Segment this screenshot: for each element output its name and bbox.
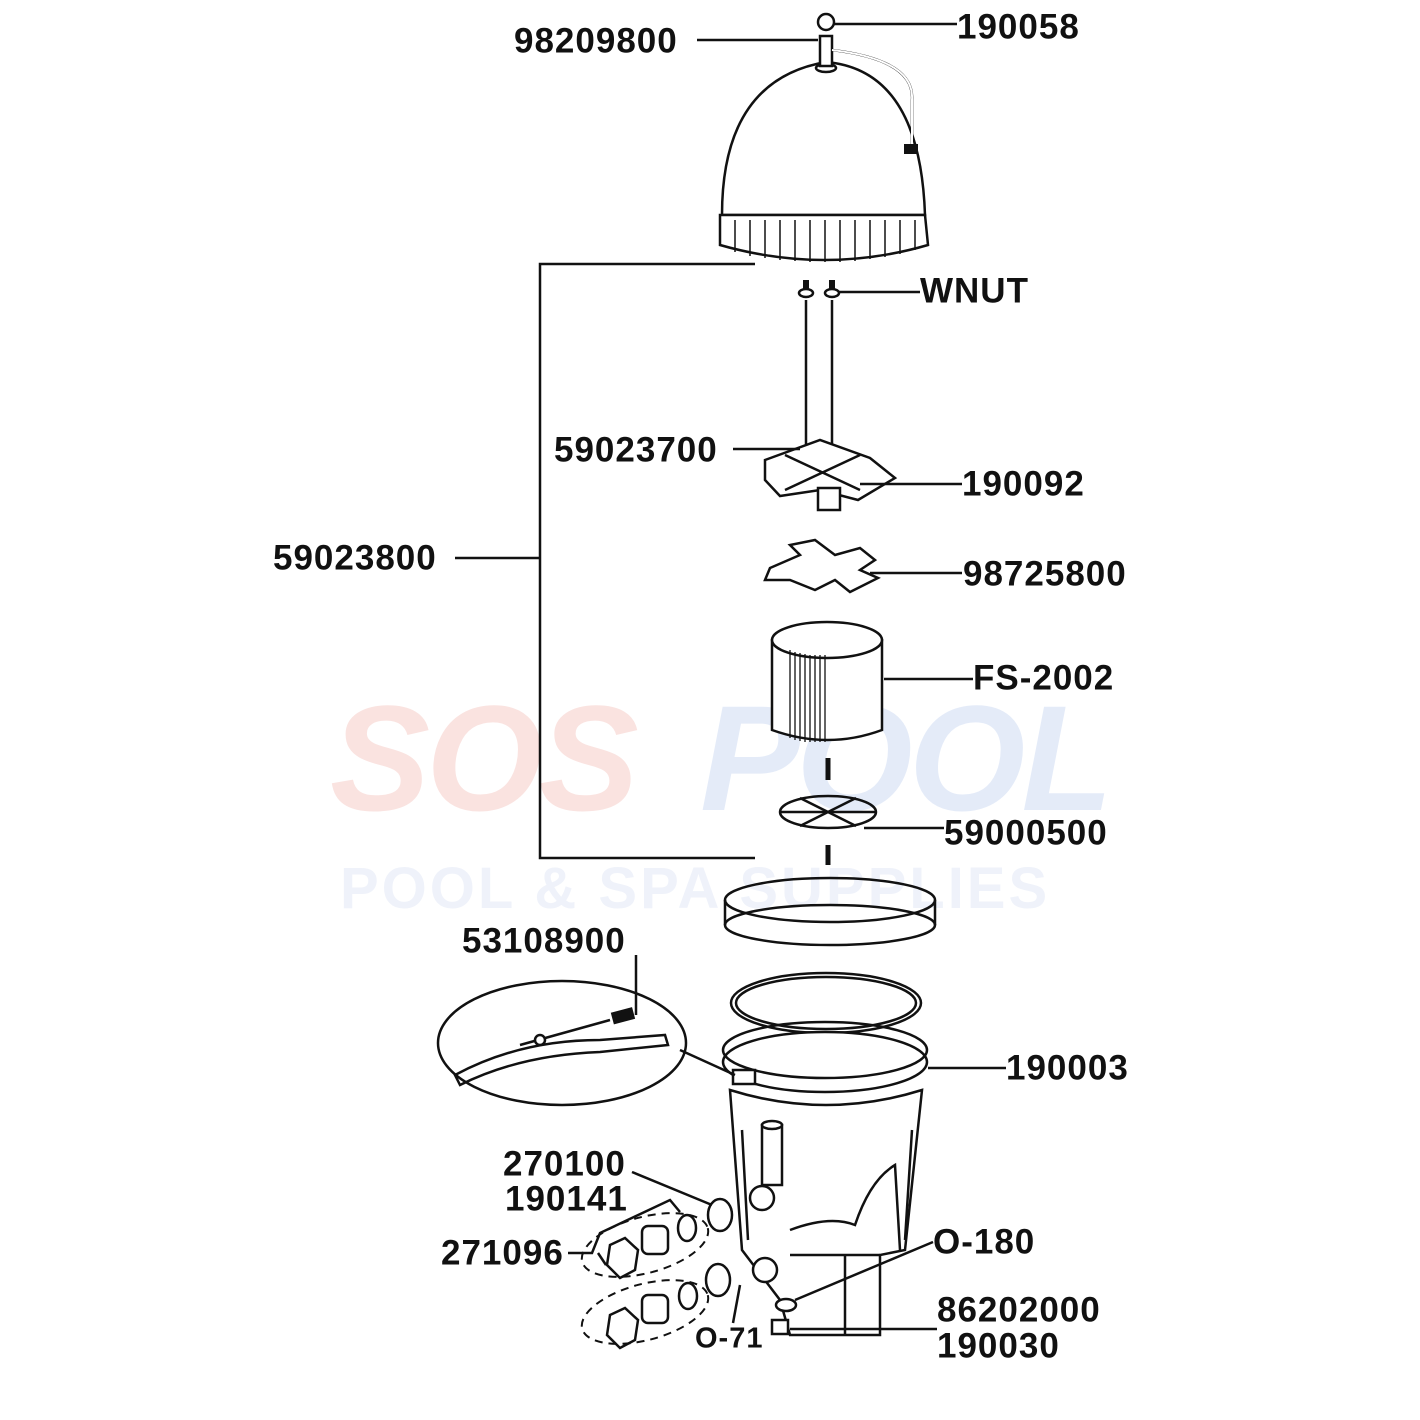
label-bulkhead-1: 270100 [503, 1144, 626, 1183]
leader-lines [455, 22, 1006, 1331]
watermark-tagline: POOL & SPA SUPPLIES [340, 856, 1050, 921]
label-assembly: 59023800 [273, 538, 437, 577]
cartridge [770, 620, 884, 742]
tank-lid [718, 12, 930, 262]
label-port-oring: O-71 [695, 1323, 763, 1355]
label-manifold-oring: 190092 [962, 464, 1085, 503]
label-clamp-latch: 53108900 [462, 921, 626, 960]
label-clamp: 190003 [1006, 1048, 1129, 1087]
watermark-brand-right: POOL [700, 674, 1109, 842]
tank-base [728, 1088, 924, 1337]
label-cartridge: FS-2002 [973, 658, 1114, 697]
label-drain-oring: O-180 [933, 1222, 1035, 1261]
clamp [721, 1020, 929, 1094]
label-wing-nut: WNUT [920, 271, 1029, 310]
label-drain-plug-1: 86202000 [937, 1290, 1101, 1329]
part-labels: 190058 98209800 WNUT 59023700 190092 590… [273, 7, 1129, 1365]
pressure-gauge-icon [816, 12, 836, 32]
port-fittings [580, 1197, 734, 1350]
watermark: SOS POOL POOL & SPA SUPPLIES [330, 674, 1113, 921]
label-union: 271096 [441, 1233, 564, 1272]
label-drain-plug-2: 190030 [937, 1326, 1060, 1365]
watermark-brand-left: SOS [330, 674, 638, 842]
gasket-plate [763, 538, 881, 594]
tie-rods [797, 280, 841, 445]
manifold [763, 438, 898, 512]
label-gasket-plate: 98725800 [963, 554, 1127, 593]
clamp-latch-detail [436, 979, 736, 1107]
spider [778, 794, 878, 830]
label-air-relief: 98209800 [514, 21, 678, 60]
label-bulkhead-2: 190141 [505, 1179, 628, 1218]
label-manifold: 59023700 [554, 430, 718, 469]
label-gauge: 190058 [957, 7, 1080, 46]
label-spider: 59000500 [944, 813, 1108, 852]
